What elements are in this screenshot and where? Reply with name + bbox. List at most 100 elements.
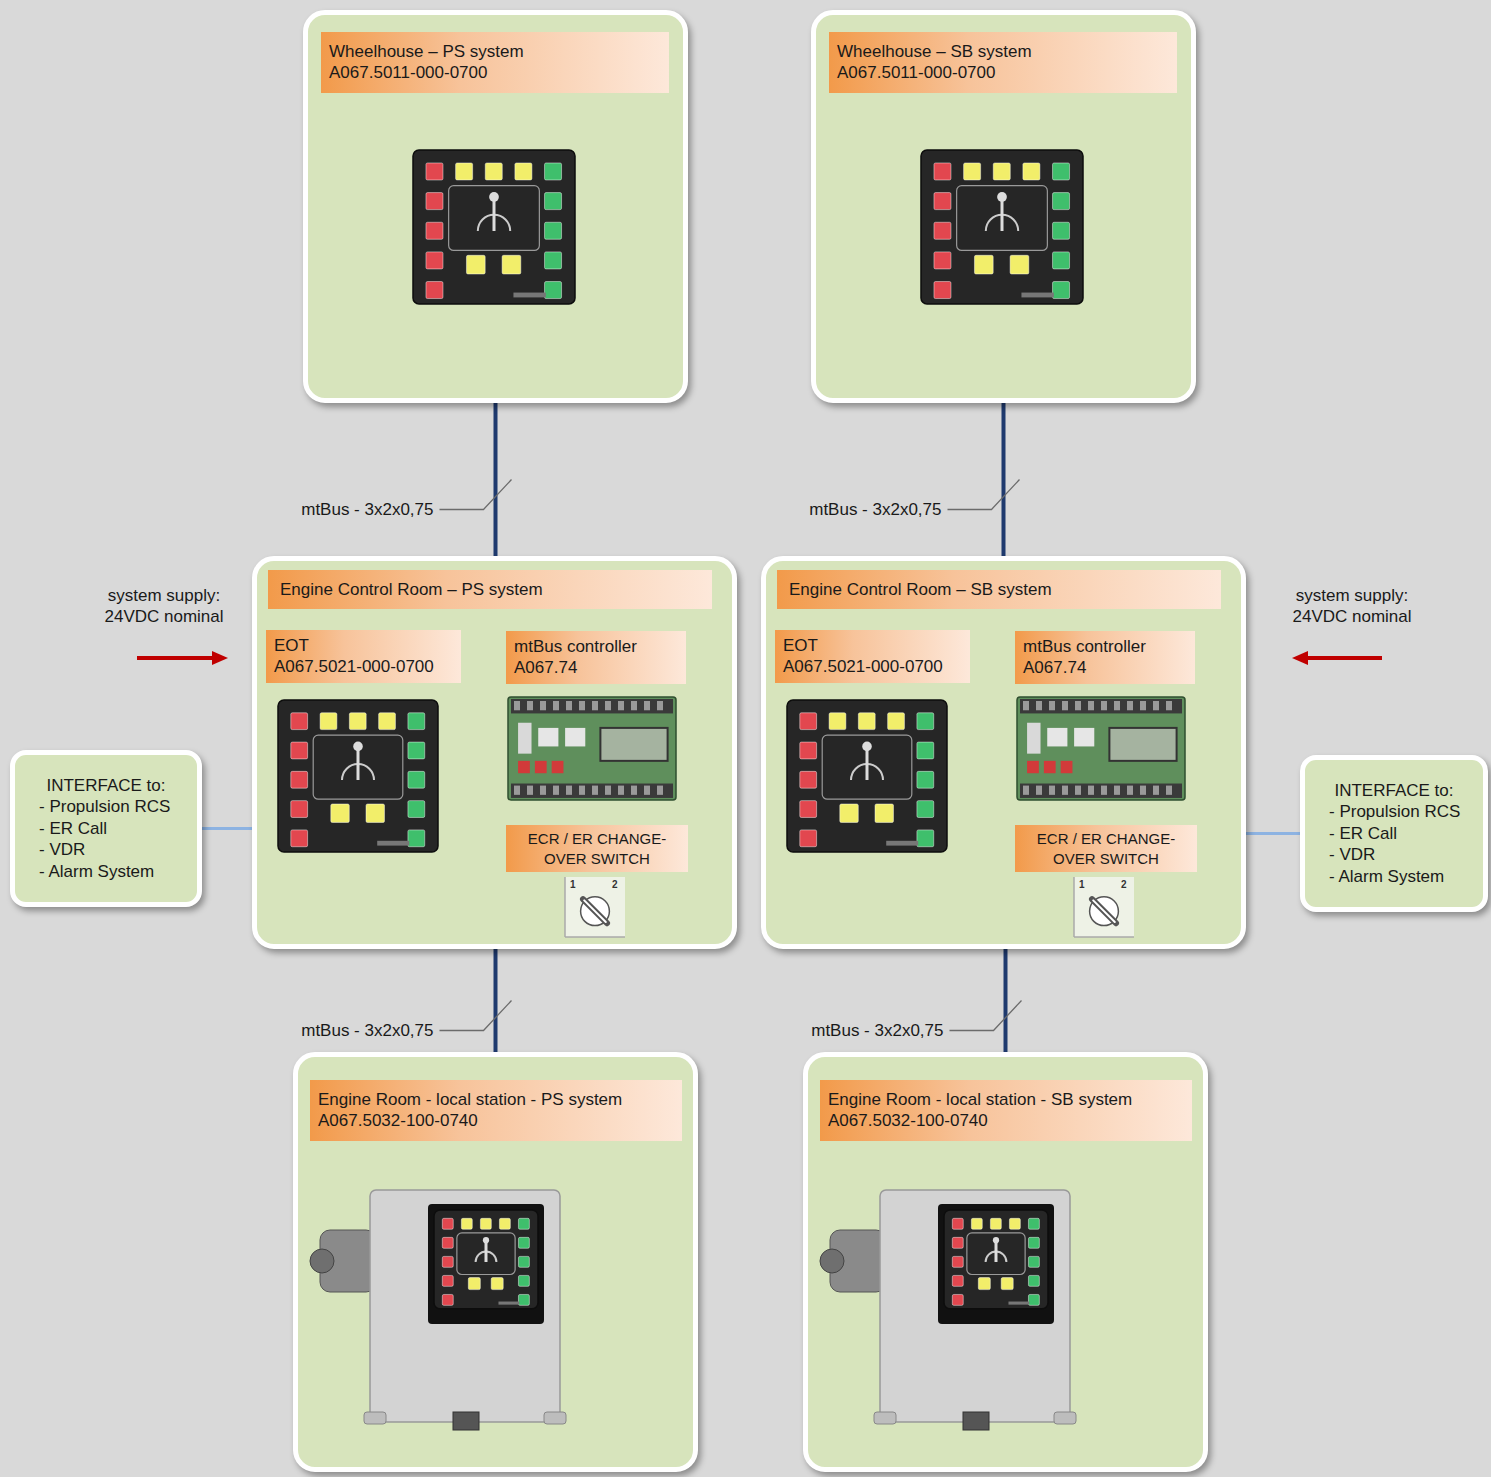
panel-button: [349, 713, 366, 730]
panel-body: [413, 150, 575, 304]
panel-button: [917, 830, 934, 847]
cable-gland: [453, 1412, 479, 1430]
panel-button: [971, 1218, 982, 1229]
box-heading: ECR / ER CHANGE-OVER SWITCH: [512, 829, 682, 868]
panel-button: [952, 1256, 963, 1267]
panel-button: [1053, 163, 1070, 180]
part-number: A067.5011-000-0700: [837, 62, 1169, 83]
panel-button: [408, 742, 425, 759]
bus-connector: [1246, 832, 1300, 835]
interface-item: - ER Call: [15, 818, 197, 839]
panel-button: [499, 1218, 510, 1229]
panel-button: [993, 163, 1010, 180]
bus-connector: [494, 949, 498, 1052]
panel-button: [829, 713, 846, 730]
relay: [1044, 761, 1056, 773]
box-heading: EOT: [783, 635, 962, 656]
location-box: Wheelhouse – SB systemA067.5011-000-0700: [811, 10, 1196, 403]
panel-button: [800, 713, 817, 730]
terminal: [1166, 786, 1172, 795]
panel-button: [1001, 1278, 1013, 1290]
lever-shaft: [485, 1241, 488, 1262]
panel-button: [291, 830, 308, 847]
lever-knob: [483, 1237, 489, 1243]
location-box: Wheelhouse – PS systemA067.5011-000-0700: [303, 10, 688, 403]
panel-button: [442, 1218, 453, 1229]
panel-button: [456, 163, 473, 180]
header-band: mtBus controllerA067.74: [506, 631, 686, 684]
terminal: [1062, 701, 1068, 710]
terminal: [592, 701, 598, 710]
cable-label: mtBus - 3x2x0,75: [809, 499, 941, 520]
panel-button: [408, 771, 425, 788]
cable-label: mtBus - 3x2x0,75: [301, 1020, 433, 1041]
component-box: mtBus controllerA067.74: [506, 631, 688, 803]
terminal: [1036, 701, 1042, 710]
panel-button: [1028, 1256, 1039, 1267]
panel-button: [1009, 1218, 1020, 1229]
panel-button: [1053, 252, 1070, 269]
interface-item: - Alarm System: [15, 861, 197, 882]
terminal: [566, 701, 572, 710]
station-housing: [370, 1190, 560, 1422]
terminal: [1036, 786, 1042, 795]
panel-button: [800, 801, 817, 818]
part-number: A067.74: [514, 657, 678, 678]
switch-frame: [564, 877, 566, 937]
motor-cap: [310, 1249, 334, 1273]
panel-button: [291, 742, 308, 759]
terminal: [618, 701, 624, 710]
panel-frame: [449, 186, 540, 251]
terminal: [540, 701, 546, 710]
panel-logo: [1008, 1302, 1029, 1305]
interface-item: - ER Call: [1305, 823, 1483, 844]
supply-note: system supply: 24VDC nominal: [1284, 585, 1420, 628]
terminal: [592, 786, 598, 795]
panel-button: [934, 252, 951, 269]
chip: [1027, 723, 1040, 754]
header-band: Engine Control Room – SB system: [777, 570, 1221, 609]
leader-line: [440, 1001, 512, 1031]
terminal: [527, 701, 533, 710]
panel-button: [934, 163, 951, 180]
mount-tab: [1054, 1412, 1076, 1424]
terminal: [1088, 786, 1094, 795]
component-box: ECR / ER CHANGE-OVER SWITCH: [1015, 825, 1199, 941]
component-box: EOTA067.5021-000-0700: [775, 630, 980, 870]
panel-button: [545, 252, 562, 269]
panel-frame: [313, 735, 403, 799]
chip: [1047, 728, 1067, 747]
part-number: A067.5021-000-0700: [274, 656, 453, 677]
lever-shaft: [995, 1241, 998, 1262]
terminal: [540, 786, 546, 795]
terminal: [605, 701, 611, 710]
terminal: [1023, 701, 1029, 710]
terminal: [1127, 701, 1133, 710]
header-band: mtBus controllerA067.74: [1015, 631, 1195, 684]
panel-button: [485, 163, 502, 180]
terminal: [553, 701, 559, 710]
part-number: A067.5032-100-0740: [318, 1110, 674, 1131]
terminal: [1075, 786, 1081, 795]
terminal: [1127, 786, 1133, 795]
box-heading: mtBus controller: [514, 636, 678, 657]
interface-box: INTERFACE to:- Propulsion RCS- ER Call- …: [1300, 755, 1488, 912]
interface-box: INTERFACE to:- Propulsion RCS- ER Call- …: [10, 750, 202, 907]
interface-item: - Propulsion RCS: [15, 796, 197, 817]
switch-ground: [565, 877, 625, 937]
interface-heading: INTERFACE to:: [1305, 780, 1483, 801]
panel-button: [491, 1278, 503, 1290]
terminal: [1140, 701, 1146, 710]
panel-button: [952, 1294, 963, 1305]
pcb-board: [1017, 697, 1185, 800]
panel-button: [917, 742, 934, 759]
cable-label: mtBus - 3x2x0,75: [811, 1020, 943, 1041]
panel-button: [800, 771, 817, 788]
lever-shaft: [866, 748, 869, 780]
box-heading: EOT: [274, 635, 453, 656]
panel-button: [291, 771, 308, 788]
